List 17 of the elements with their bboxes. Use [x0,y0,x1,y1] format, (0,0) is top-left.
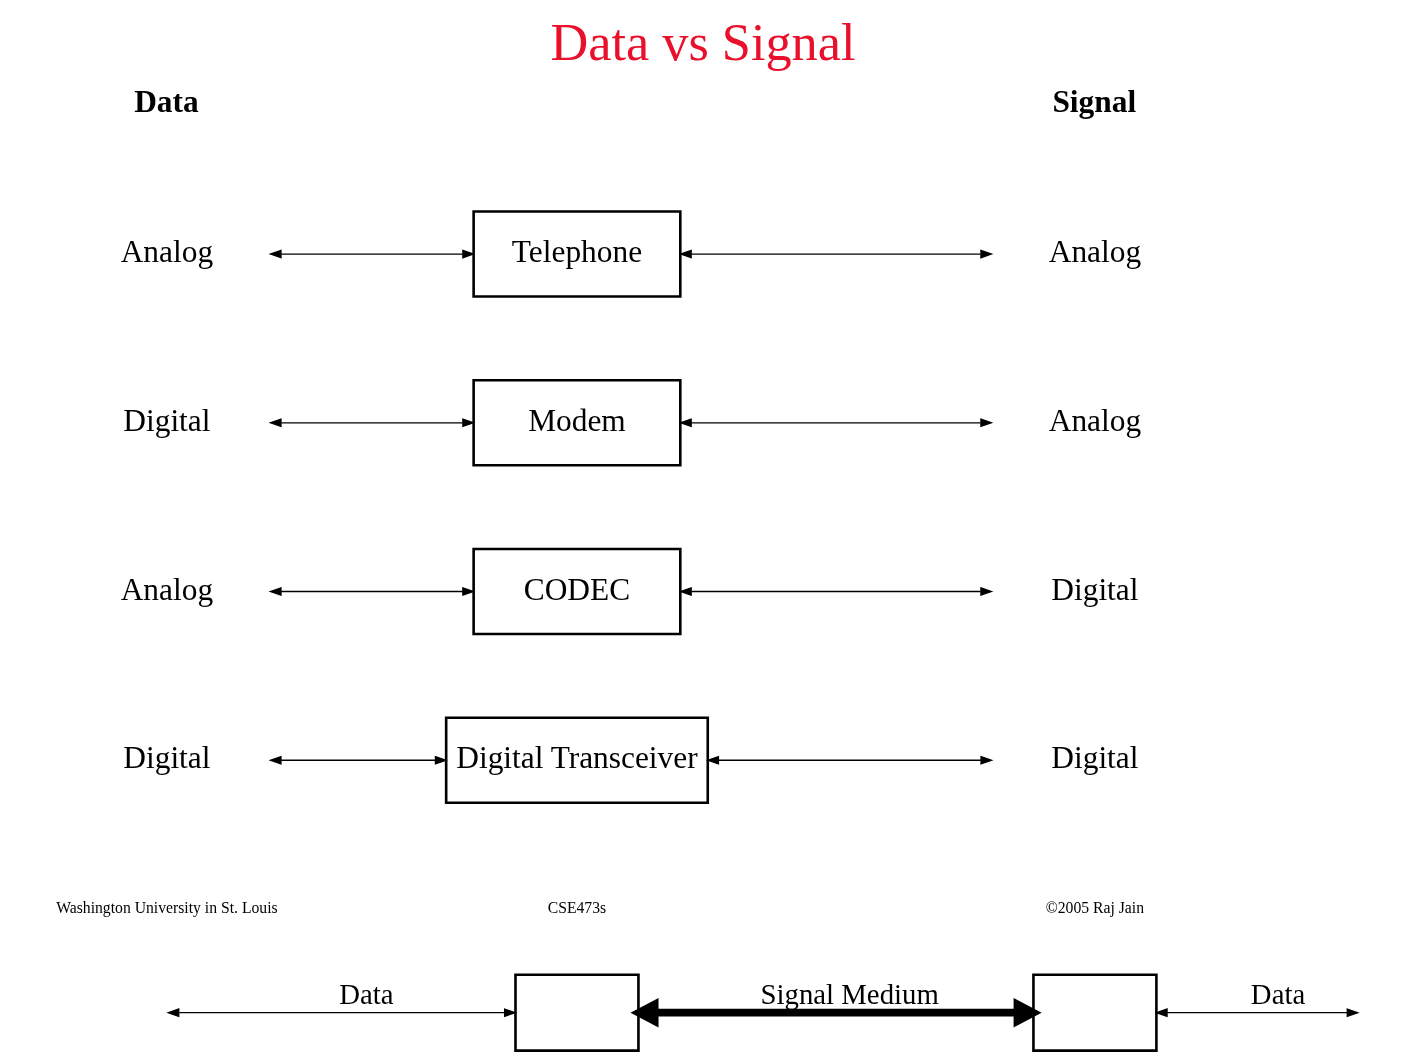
node-text: Analog [120,571,214,607]
label: ©2005 Raj Jain [1045,899,1145,917]
node-text: Digital [1051,571,1139,607]
edge-label: Signal Medium [760,978,939,1011]
node-text: Analog [1048,402,1142,438]
label: Data [134,83,199,119]
label: CSE473s [547,899,607,917]
label: Signal [1052,83,1137,119]
node-text: Analog [120,234,214,270]
label: Washington University in St. Louis [56,899,278,917]
node-text: Digital [123,740,211,776]
edge-label: Data [339,978,394,1011]
node-text: Analog [1048,234,1142,270]
diagram-title: Data vs Signal [550,13,856,72]
node-text: Digital [1051,740,1139,776]
edge-label: Data [1250,978,1306,1011]
node-text: Digital [123,402,211,438]
